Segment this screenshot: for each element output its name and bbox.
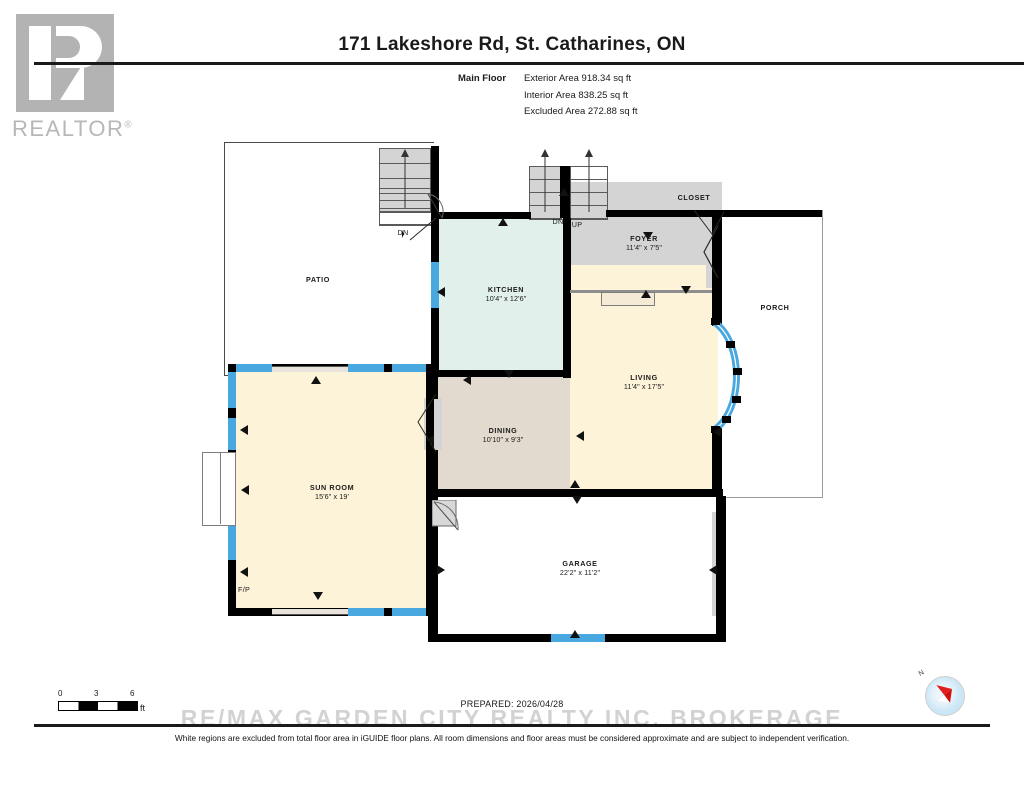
patio-door-swing xyxy=(427,193,444,219)
wall-kitchen-left-lower xyxy=(431,306,439,376)
sunroom-bay-mullion xyxy=(220,452,221,524)
window-sunroom-left-2 xyxy=(228,418,236,450)
label-fireplace-text: F/P xyxy=(238,585,251,594)
window-patio-bottom-1 xyxy=(236,364,270,372)
window-sunroom-top-2 xyxy=(348,364,384,372)
foyer-upper-fill xyxy=(616,182,722,210)
interior-area-text: Interior Area 838.25 sq ft xyxy=(524,89,629,101)
label-kitchen-name: KITCHEN xyxy=(487,285,525,294)
window-sunroom-top-3 xyxy=(392,364,426,372)
room-porch xyxy=(718,210,823,498)
foyer-step-outline xyxy=(601,292,655,306)
scale-tick-0: 0 xyxy=(58,689,63,698)
label-living-dim: 11'4" x 17'5" xyxy=(623,382,665,391)
label-foyer-name: FOYER xyxy=(630,234,658,243)
label-dn-kitchen-text: DN xyxy=(552,217,564,226)
realtor-wordmark: REALTOR® xyxy=(12,116,133,142)
label-patio: PATIO xyxy=(278,275,358,284)
wall-living-bottom xyxy=(563,489,723,497)
window-sunroom-left-1 xyxy=(228,372,236,408)
window-patio-right xyxy=(431,262,439,308)
wall-kitchen-right xyxy=(563,218,571,378)
label-patio-name: PATIO xyxy=(306,275,330,284)
exterior-area-text: Exterior Area 918.34 sq ft xyxy=(524,73,632,84)
wall-foyer-bottom xyxy=(570,290,718,293)
label-garage: GARAGE 22'2" x 11'2" xyxy=(540,559,620,577)
wall-top-right xyxy=(718,210,822,217)
label-living: LIVING 11'4" x 17'5" xyxy=(604,373,684,391)
wall-garage-left xyxy=(428,496,438,642)
label-foyer-dim: 11'4" x 7'5" xyxy=(625,243,663,252)
label-dining-dim: 10'10" x 9'3" xyxy=(482,435,524,444)
label-garage-dim: 22'2" x 11'2" xyxy=(559,568,601,577)
wall-top-stairbox-left xyxy=(431,146,439,218)
bow-window-living xyxy=(711,318,742,433)
compass-rose: N xyxy=(918,669,965,716)
dn-leader-line xyxy=(409,217,437,241)
label-foyer: FOYER 11'4" x 7'5" xyxy=(604,234,684,252)
scale-bar xyxy=(58,701,138,711)
label-sunroom-dim: 15'6" x 19' xyxy=(315,492,349,501)
front-door-swing xyxy=(703,225,719,279)
room-sunroom xyxy=(230,370,435,615)
label-sunroom: SUN ROOM 15'6" x 19' xyxy=(292,483,372,501)
wall-closet-right xyxy=(712,210,722,250)
logo-divider-rule xyxy=(34,62,180,65)
label-dining-name: DINING xyxy=(488,426,518,435)
footer-divider-rule xyxy=(34,724,990,727)
window-sunroom-bottom-2 xyxy=(392,608,426,616)
area-summary: Main Floor Exterior Area 918.34 sq ft In… xyxy=(458,71,638,121)
wall-living-right-upper xyxy=(712,250,722,326)
sunroom-bay-projection xyxy=(202,452,236,526)
wall-living-right-lower xyxy=(712,428,722,496)
wall-dining-bottom xyxy=(428,489,570,497)
label-closet: CLOSET xyxy=(664,193,724,202)
label-kitchen: KITCHEN 10'4" x 12'6" xyxy=(466,285,546,303)
label-porch: PORCH xyxy=(735,303,815,312)
label-up-text: UP xyxy=(571,220,583,229)
floor-label: Main Floor xyxy=(458,73,507,84)
wall-top-kitchen xyxy=(431,212,531,219)
excluded-area-text: Excluded Area 272.88 sq ft xyxy=(524,106,638,117)
label-dn-patio-text: DN xyxy=(397,228,409,237)
brokerage-watermark: RE/MAX GARDEN CITY REALTY INC. BROKERAGE xyxy=(180,705,844,731)
wall-kitchen-left xyxy=(431,218,439,270)
stair-arrows xyxy=(401,149,593,212)
closet-door-swing xyxy=(693,209,725,235)
wall-garage-right xyxy=(716,496,726,642)
room-garage xyxy=(436,496,723,638)
wall-kitchen-bottom xyxy=(431,370,571,377)
realtor-wordmark-text: REALTOR xyxy=(12,116,125,141)
label-dn-patio: DN xyxy=(386,228,420,237)
label-porch-name: PORCH xyxy=(760,303,790,312)
label-kitchen-dim: 10'4" x 12'6" xyxy=(485,294,527,303)
page-title: 171 Lakeshore Rd, St. Catharines, ON xyxy=(338,34,686,55)
view-direction-arrows xyxy=(240,188,721,638)
label-up: UP xyxy=(566,220,588,229)
garage-door-swing xyxy=(432,500,459,531)
window-sunroom-bottom-1 xyxy=(348,608,384,616)
window-sunroom-left-3 xyxy=(228,526,236,560)
room-kitchen xyxy=(438,218,570,372)
label-fireplace: F/P xyxy=(238,585,264,594)
label-garage-name: GARAGE xyxy=(562,559,598,568)
registered-mark: ® xyxy=(124,119,134,131)
disclaimer-text: White regions are excluded from total fl… xyxy=(174,733,850,743)
scale-unit-label: ft xyxy=(140,703,146,713)
door-sunroom-top xyxy=(272,366,348,372)
label-dining: DINING 10'10" x 9'3" xyxy=(463,426,543,444)
label-closet-name: CLOSET xyxy=(677,193,711,202)
prepared-date: PREPARED: 2026/04/28 xyxy=(460,699,564,709)
label-dn-kitchen: DN xyxy=(543,217,573,226)
label-sunroom-name: SUN ROOM xyxy=(309,483,355,492)
door-sunroom-bottom xyxy=(272,609,348,615)
scale-tick-6: 6 xyxy=(130,689,135,698)
scale-tick-3: 3 xyxy=(94,689,99,698)
wall-sunroom-right xyxy=(426,364,434,616)
label-living-name: LIVING xyxy=(630,373,658,382)
wall-top-foyer xyxy=(606,210,724,217)
header-divider-rule xyxy=(118,62,1024,65)
room-dining xyxy=(436,377,570,490)
